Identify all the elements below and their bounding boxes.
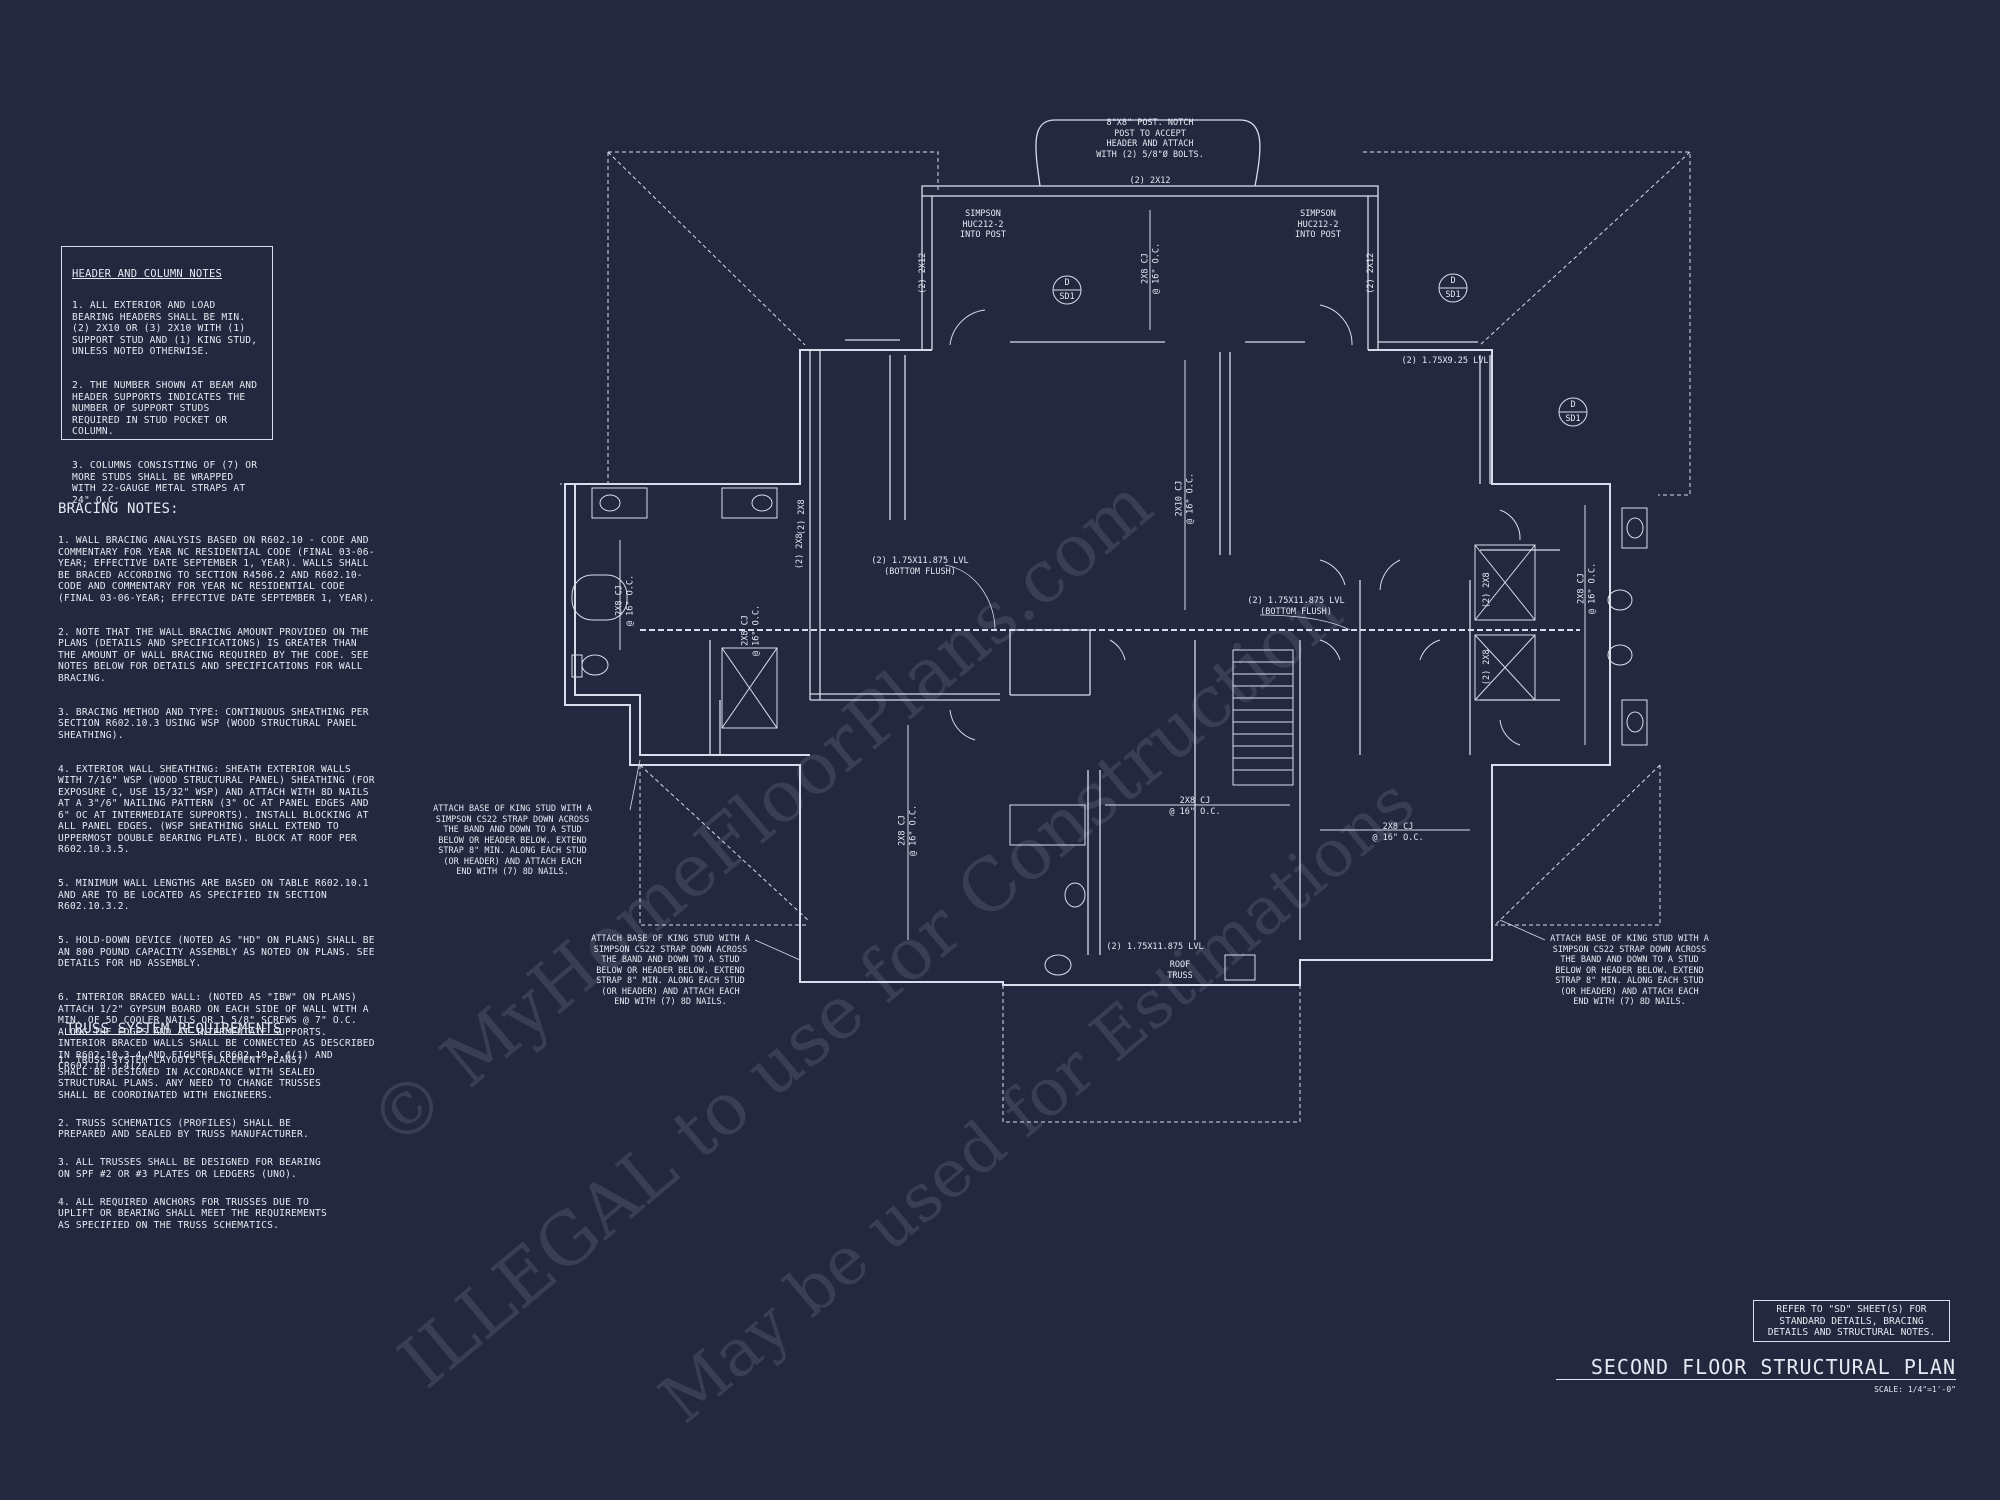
interior-walls [709,350,1560,955]
cj-left-small: 2x8 CJ @ 16" O.C. [740,604,762,657]
truss-note-4: 4. ALL REQUIRED ANCHORS FOR TRUSSES DUE … [58,1196,327,1231]
cj-right-lower: 2x8 CJ @ 16" O.C. [1372,822,1424,843]
bracing-note-2: 2. NOTE THAT THE WALL BRACING AMOUNT PRO… [58,626,369,684]
detail-tag-3-bottom: SD1 [1565,414,1581,424]
bracing-note-1: 1. WALL BRACING ANALYSIS BASED ON R602.1… [58,535,375,604]
truss-note-1: 1. TRUSS SYSTEM LAYOUTS (PLACEMENT PLANS… [58,1055,321,1101]
lvl-bottom-label: (2) 1.75x11.875 LVL [1106,942,1204,952]
truss-note-3: 3. ALL TRUSSES SHALL BE DESIGNED FOR BEA… [58,1157,321,1180]
detail-tags [1052,273,1588,427]
lvl-right-top-label: (2) 1.75x9.25 LVL [1401,356,1489,366]
leader-lines [629,564,1546,961]
post-note: 8"x8" POST. NOTCH POST TO ACCEPT HEADER … [1096,118,1204,160]
header-2x8-b: (2) 2x8 [1481,572,1492,609]
bracing-note-4: 4. EXTERIOR WALL SHEATHING: SHEATH EXTER… [58,763,375,856]
simpson-right-label: SIMPSON HUC212-2 INTO POST [1294,209,1342,240]
header-column-notes: HEADER AND COLUMN NOTES 1. ALL EXTERIOR … [61,246,273,506]
roof-truss-label: ROOF TRUSS [1167,960,1193,981]
simpson-left-label: SIMPSON HUC212-2 INTO POST [959,209,1007,240]
header-note-2: 2. THE NUMBER SHOWN AT BEAM AND HEADER S… [72,380,258,437]
stairs [1232,649,1294,786]
strap-note-left: ATTACH BASE OF KING STUD WITH A SIMPSON … [433,804,592,877]
strap-note-bottom: ATTACH BASE OF KING STUD WITH A SIMPSON … [591,934,750,1007]
detail-tag-1-bottom: SD1 [1059,292,1075,302]
span-arrows [619,210,1586,940]
detail-tag-2-bottom: SD1 [1445,290,1461,300]
bracing-notes-title: BRACING NOTES: [58,500,179,517]
door-swings [949,304,1521,746]
refer-note-box: REFER TO "SD" SHEET(S) FOR STANDARD DETA… [1753,1300,1950,1342]
cj-top-center: 2x8 CJ @ 16" O.C. [1140,242,1162,295]
header-notes-title: HEADER AND COLUMN NOTES [72,267,222,280]
detail-tag-2-top: D [1450,276,1456,286]
top-wall-segments [845,339,1478,343]
plan-title: SECOND FLOOR STRUCTURAL PLAN [1556,1355,1956,1380]
lvl-center-flush-label: (2) 1.75x11.875 LVL (BOTTOM FLUSH) [1247,596,1345,617]
top-header-label: (2) 2x12 [1129,176,1171,186]
cj-right-bath: 2x8 CJ @ 16" O.C. [1576,562,1598,615]
truss-note-2: 2. TRUSS SCHEMATICS (PROFILES) SHALL BE … [58,1117,309,1141]
header-note-1: 1. ALL EXTERIOR AND LOAD BEARING HEADERS… [72,300,258,357]
plan-scale: SCALE: 1/4"=1'-0" [1874,1385,1956,1394]
side-header-right: (2) 2x12 [1365,252,1376,294]
bracing-note-6: 5. HOLD-DOWN DEVICE (NOTED AS "HD" ON PL… [58,935,375,969]
bracing-notes: BRACING NOTES: 1. WALL BRACING ANALYSIS … [58,488,378,1095]
exterior-walls [564,349,1611,986]
truss-notes: TRUSS SYSTEM REQUIREMENTS 1. TRUSS SYSTE… [58,1008,338,1248]
cj-center: 2x10 CJ @ 16" O.C. [1174,472,1196,525]
strap-note-right: ATTACH BASE OF KING STUD WITH A SIMPSON … [1550,934,1709,1007]
bracing-note-5: 5. MINIMUM WALL LENGTHS ARE BASED ON TAB… [58,878,369,912]
cj-mid-lower: 2x8 CJ @ 16" O.C. [1169,796,1221,817]
truss-notes-title: TRUSS SYSTEM REQUIREMENTS [66,1020,282,1037]
cj-left-bath: 2x8 CJ @ 16" O.C. [614,574,636,627]
header-2x8-c: (2) 2x8 [1481,649,1492,686]
bracing-note-7: 6. INTERIOR BRACED WALL: (NOTED AS "IBW"… [58,992,375,1072]
detail-tag-3-top: D [1570,400,1576,410]
side-header-left: (2) 2x12 [917,252,928,294]
detail-tag-1-top: D [1064,278,1070,288]
bracing-note-3: 3. BRACING METHOD AND TYPE: CONTINUOUS S… [58,706,369,741]
header-note-3: 3. COLUMNS CONSISTING OF (7) OR MORE STU… [72,460,258,506]
bath-fixtures [571,487,1648,981]
porch-framing [921,119,1379,350]
lvl-left-flush-label: (2) 1.75x11.875 LVL (BOTTOM FLUSH) [871,556,969,577]
header-2x8-d: (2) 2x8 [796,499,807,536]
cj-left-lower: 2x8 CJ @ 16" O.C. [897,804,919,857]
